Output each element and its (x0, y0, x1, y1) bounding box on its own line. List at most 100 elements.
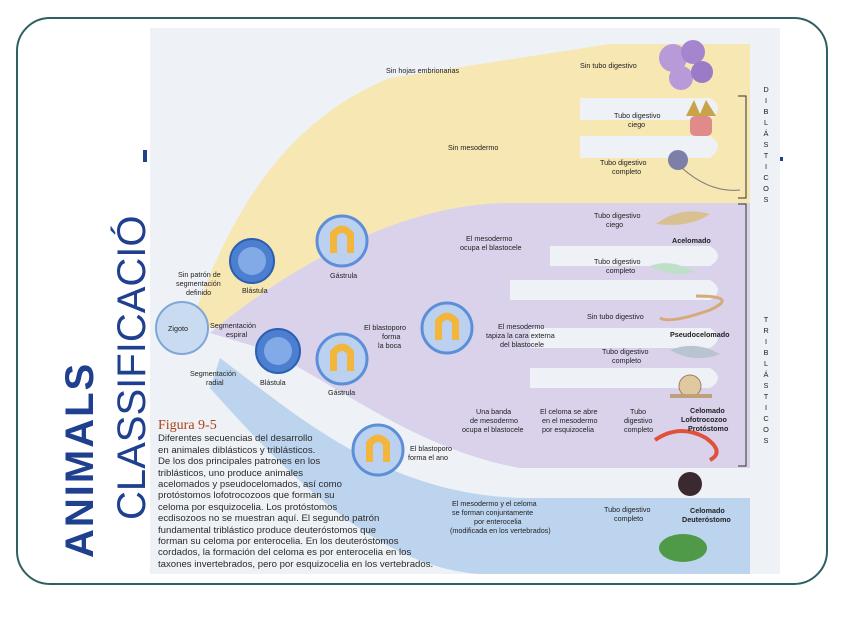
flatworm-image (656, 211, 710, 225)
caption-line: cordados, la formación del celoma es por… (158, 547, 412, 559)
rotifer2-image (670, 345, 720, 359)
label-blastoporo-boca-a: El blastoporo (364, 323, 406, 332)
diblasticos-letter: S (764, 195, 769, 204)
snail-image (670, 374, 712, 398)
label-tubo-completo-1b: completo (612, 167, 641, 176)
caption-line: ecdisozoos no se muestran aquí. El segun… (158, 513, 380, 525)
caption-line: De los dos principales patrones en los (158, 456, 321, 468)
label-sin-hojas: Sin hojas embrionarias (386, 66, 460, 75)
sponge-image (659, 40, 713, 90)
label-celomado-loph-b: Lofotrocozoo (681, 415, 728, 424)
nematode-image (659, 294, 724, 322)
title-classificacio: CLASSIFICACIÓ (110, 215, 154, 520)
label-sin-patron-b: segmentación (176, 279, 221, 288)
frog-image (659, 534, 707, 562)
gastrula-bottom (315, 332, 369, 386)
triblasticos-letter: I (765, 337, 767, 346)
label-sin-patron-c: definido (186, 288, 211, 297)
label-celomado-deut-b: Deuteróstomo (682, 515, 731, 524)
caption-line: protóstomos lofotrocozoos que forman su (158, 490, 335, 502)
label-sin-tubo-1: Sin tubo digestivo (580, 61, 637, 70)
deuterostome-band (210, 358, 750, 574)
gastrula-top (315, 214, 369, 268)
sea-urchin-image (678, 472, 702, 496)
zygote (155, 301, 209, 355)
label-seg-espiral-a: Segmentación (210, 321, 256, 330)
label-banda-a: Una banda (476, 407, 511, 416)
label-sin-patron-a: Sin patrón de (178, 270, 221, 279)
figure-number: Figura 9-5 (158, 418, 217, 433)
label-sin-tubo-2: Sin tubo digestivo (587, 312, 644, 321)
triblasticos-letter: O (763, 425, 769, 434)
caption-line: fundamental triblástico produce deuterós… (158, 524, 377, 536)
blastula-top (229, 238, 275, 284)
title-animals: ANIMALS (58, 361, 102, 558)
ctenophore-image (668, 150, 741, 191)
label-conjunta-a: El mesodermo y el celoma (452, 499, 537, 508)
label-blastula-2: Blástula (260, 378, 286, 387)
triblasticos-letter: Á (764, 370, 769, 379)
label-conjunta-c: por enterocelia (474, 517, 522, 526)
triblasticos-letter: S (764, 436, 769, 445)
development-diagram: Sin hojas embrionarias Sin tubo digestiv… (150, 28, 780, 574)
label-celomado-loph-c: Protóstomo (688, 424, 729, 433)
triblasticos-letter: T (764, 392, 769, 401)
triblasticos-letter: S (764, 381, 769, 390)
diblastic-bracket (738, 95, 747, 199)
diblasticos-letter: D (763, 85, 768, 94)
worm-image (653, 429, 719, 462)
label-zigoto: Zigoto (168, 324, 188, 333)
label-gastrula-1: Gástrula (330, 271, 357, 280)
label-blastula-1: Blástula (242, 286, 268, 295)
label-tubo-completo-5b: completo (614, 514, 643, 523)
label-banda-c: ocupa el blastocele (462, 425, 524, 434)
label-blastoporo-ano-b: forma el ano (408, 453, 448, 462)
label-celoma-abre-c: por esquizocelia (542, 425, 594, 434)
label-seg-radial-b: radial (206, 378, 224, 387)
label-tapiza-b: tapiza la cara externa (486, 331, 555, 340)
caption-line: en animales diblásticos y triblásticos. (158, 444, 316, 456)
slide-frame (16, 17, 828, 585)
label-tubo-ciego-2b: ciego (606, 220, 623, 229)
diblasticos-letter: T (764, 151, 769, 160)
diblasticos-letter: O (763, 184, 769, 193)
label-tubo-completo-3a: Tubo digestivo (602, 347, 648, 356)
triblasticos-letter: L (764, 359, 768, 368)
label-gastrula-2: Gástrula (328, 388, 355, 397)
label-blastoporo-boca-b: forma (382, 332, 400, 341)
triblasticos-letter: R (763, 326, 768, 335)
gastrula-blastopore-anus (351, 423, 405, 477)
caption-line: triblásticos, uno produce animales (158, 467, 304, 479)
label-tubo-completo-4b: digestivo (624, 416, 652, 425)
label-celoma-abre-a: El celoma se abre (540, 407, 598, 416)
caption-line: Diferentes secuencias del desarrollo (158, 433, 313, 445)
label-conjunta-b: se forman conjuntamente (452, 508, 533, 517)
label-tapiza-a: El mesodermo (498, 322, 544, 331)
caption-line: taxones invertebrados, pero por esquizoc… (158, 558, 434, 570)
diblasticos-letter: S (764, 140, 769, 149)
label-tubo-ciego-1a: Tubo digestivo (614, 111, 660, 120)
rotifer-image (650, 263, 696, 274)
label-mesodermo-ocupa-a: El mesodermo (466, 234, 512, 243)
decorative-dot (779, 157, 783, 161)
label-pseudocelomado: Pseudocelomado (670, 330, 730, 339)
label-tubo-completo-2b: completo (606, 266, 635, 275)
gastrula-blastopore-mouth (420, 301, 474, 355)
label-tubo-completo-5a: Tubo digestivo (604, 505, 650, 514)
label-celomado-deut-a: Celomado (690, 506, 725, 515)
triblasticos-letter: T (764, 315, 769, 324)
triblasticos-letter: B (764, 348, 769, 357)
label-tubo-completo-4a: Tubo (630, 407, 646, 416)
diblasticos-letter: L (764, 118, 768, 127)
title-separator (143, 150, 147, 162)
label-celoma-abre-b: en el mesodermo (542, 416, 598, 425)
diblasticos-letter: I (765, 96, 767, 105)
caption-line: celoma por esquizocelia. Los protóstomos (158, 501, 338, 513)
label-blastoporo-ano-a: El blastoporo (410, 444, 452, 453)
triblasticos-letter: C (763, 414, 769, 423)
caption-line: acelomados y pseudocelomados, así como (158, 479, 342, 491)
label-mesodermo-ocupa-b: ocupa el blastocele (460, 243, 522, 252)
triblastic-bracket (738, 203, 747, 467)
diagram-svg: Sin hojas embrionarias Sin tubo digestiv… (155, 40, 769, 574)
diblasticos-letter: Á (764, 129, 769, 138)
